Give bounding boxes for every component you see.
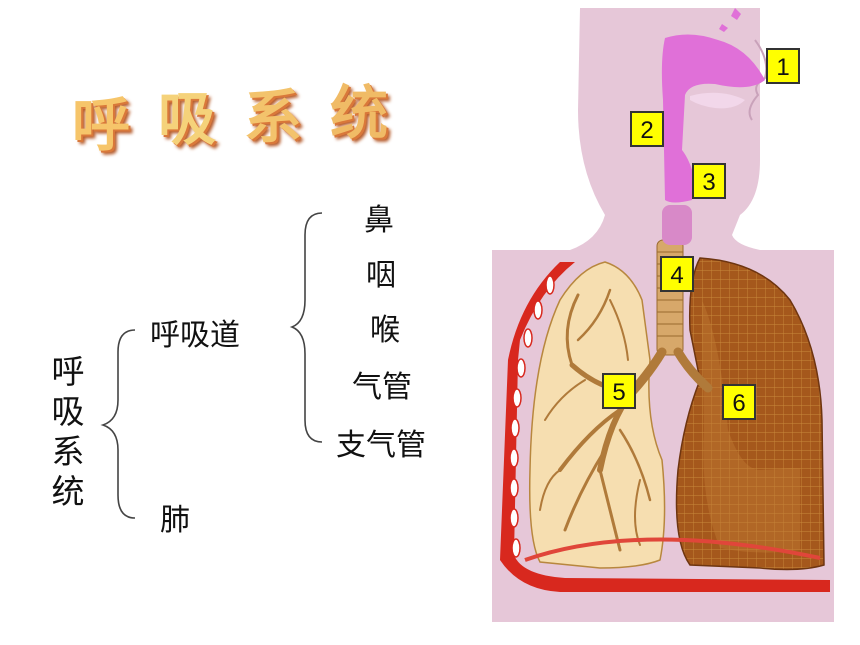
brace-airway: [289, 212, 323, 443]
title-char: 统: [330, 79, 417, 147]
brace-root: [100, 329, 136, 519]
diaphragm: [524, 537, 821, 562]
marker-4: 4: [660, 256, 694, 292]
page-title: 呼吸系统: [72, 78, 416, 162]
tree-root-char: 呼: [51, 352, 85, 391]
nostril-spot-2: [719, 24, 728, 32]
airway-part-nose: 鼻: [364, 203, 394, 238]
marker-1: 1: [766, 48, 800, 84]
title-char: 系: [244, 83, 331, 151]
marker-5: 5: [602, 373, 636, 409]
marker-3: 3: [692, 163, 726, 199]
title-char: 吸: [158, 85, 245, 153]
marker-2: 2: [630, 111, 664, 147]
face-profile: [748, 39, 768, 121]
tree-root-char: 吸: [51, 392, 85, 431]
nostril-spot-1: [731, 8, 741, 20]
tree-root-label: 呼吸系统: [48, 352, 88, 512]
larynx-shape: [662, 205, 692, 245]
left-lung: [528, 261, 666, 569]
airway-part-pharynx: 咽: [366, 258, 396, 293]
airway-part-larynx: 喉: [370, 313, 400, 348]
tree-branch-lung: 肺: [160, 503, 190, 538]
right-lung-inner: [702, 300, 800, 553]
title-char: 呼: [72, 91, 159, 159]
tree-root-char: 系: [51, 432, 85, 471]
oral-cavity: [690, 92, 745, 109]
marker-6: 6: [722, 384, 756, 420]
tree-root-char: 统: [51, 472, 85, 511]
airway-part-bronchi: 支气管: [336, 428, 426, 463]
tree-branch-airway: 呼吸道: [150, 318, 240, 353]
airway-part-trachea: 气管: [352, 370, 412, 405]
nasal-cavity: [661, 34, 765, 203]
